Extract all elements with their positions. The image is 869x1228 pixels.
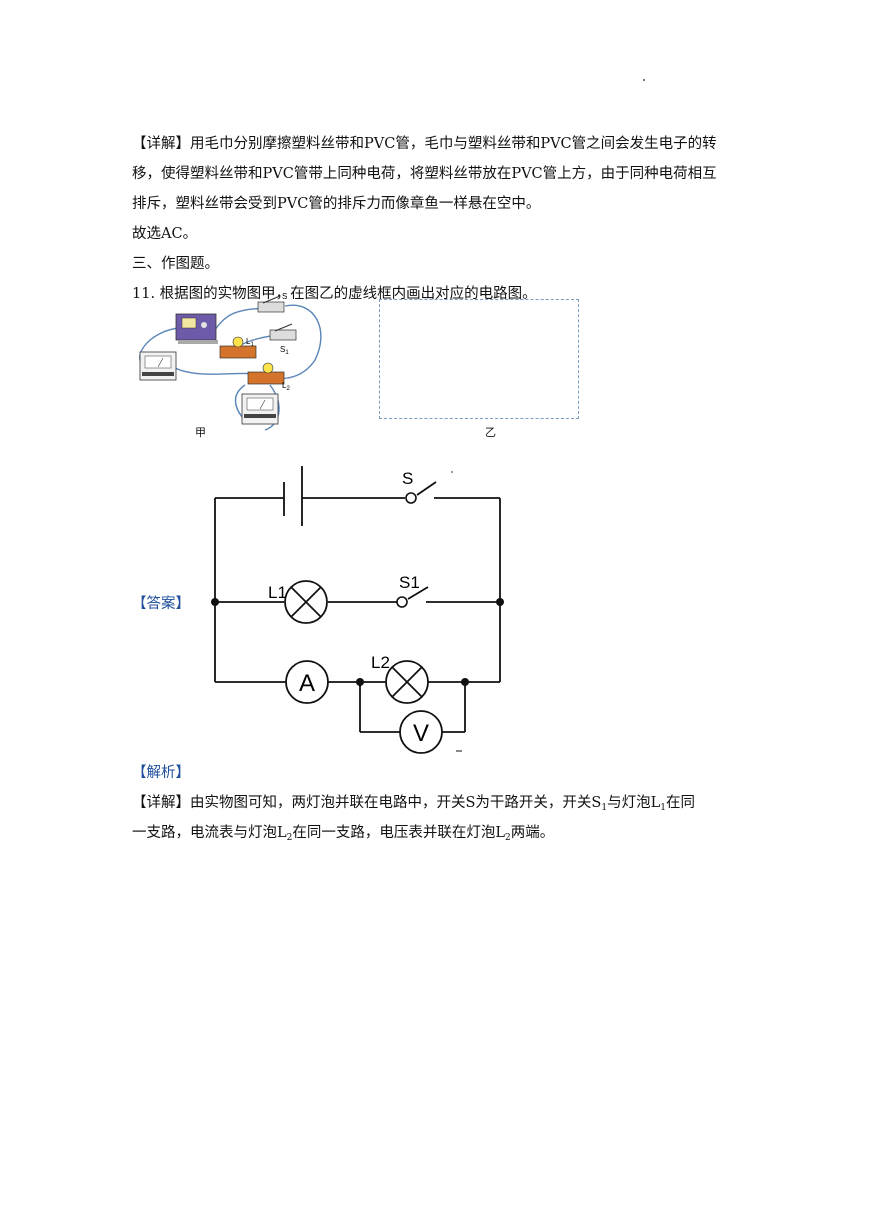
switch-s1-label: S1 — [399, 573, 420, 592]
voltmeter-label: V — [413, 720, 429, 747]
lamp-l1-label: L1 — [268, 583, 287, 602]
jia-label-l2-sub: 2 — [286, 386, 290, 392]
switch-s-label: S — [402, 469, 413, 488]
jia-label-l1-sub: 1 — [250, 342, 254, 348]
analysis-line-2-b: 在同一支路，电压表并联在灯泡L — [292, 825, 506, 841]
svg-text:S1: S1 — [280, 345, 289, 356]
jia-label-s1: S — [280, 345, 285, 354]
lamp-l2-label: L2 — [371, 653, 390, 672]
jia-label-l1: L — [246, 337, 251, 346]
corner-dot — [643, 79, 645, 81]
analysis-line-1: 【详解】由实物图可知，两灯泡并联在电路中，开关S为干路开关，开关S1与灯泡L1在… — [132, 793, 695, 818]
answer-circuit-diagram: A V S S1 L1 L2 — [211, 466, 504, 754]
lamp-l1-symbol — [284, 580, 328, 624]
junction-dot — [356, 678, 364, 686]
answer-tag: 【答案】 — [132, 596, 190, 612]
figure-label-yi: 乙 — [485, 426, 496, 439]
jia-label-s: S — [282, 292, 287, 301]
lamp-l2-symbol — [385, 660, 429, 704]
junction-dot — [496, 598, 504, 606]
question-number: 11. — [132, 286, 156, 302]
analysis-line-2-a: 一支路，电流表与灯泡L — [132, 825, 287, 841]
explanation-line-4: 故选AC。 — [132, 226, 198, 242]
analysis-line-1-a: 【详解】由实物图可知，两灯泡并联在电路中，开关S为干路开关，开关S — [132, 795, 602, 811]
analysis-line-2: 一支路，电流表与灯泡L2在同一支路，电压表并联在灯泡L2两端。 — [132, 823, 554, 848]
analysis-line-2-sub-2: 2 — [505, 833, 511, 843]
jia-label-l2: L — [282, 381, 287, 390]
explanation-line-2: 移，使得塑料丝带和PVC管带上同种电荷，将塑料丝带放在PVC管上方，由于同种电荷… — [132, 166, 717, 182]
explanation-line-1: 【详解】用毛巾分别摩擦塑料丝带和PVC管，毛巾与塑料丝带和PVC管之间会发生电子… — [132, 136, 717, 152]
analysis-line-1-b: 与灯泡L — [607, 795, 661, 811]
analysis-tag: 【解析】 — [132, 765, 190, 781]
junction-dot — [211, 598, 219, 606]
ammeter-label: A — [299, 670, 315, 697]
question-11: 11. 根据图的实物图甲，在图乙的虚线框内画出对应的电路图。 — [132, 284, 537, 304]
svg-text:L2: L2 — [282, 381, 290, 392]
junction-dot — [461, 678, 469, 686]
question-text: 根据图的实物图甲，在图乙的虚线框内画出对应的电路图。 — [159, 286, 537, 302]
figure-jia-physical-circuit: S S1 L1 L2 — [139, 292, 322, 431]
voltmeter-symbol — [399, 710, 443, 754]
analysis-line-1-sub-1: 1 — [601, 803, 608, 813]
analysis-line-1-sub-2: 1 — [660, 803, 666, 813]
figure-yi-dashed-box — [379, 299, 579, 419]
analysis-line-2-sub-1: 2 — [286, 833, 293, 843]
explanation-line-3: 排斥，塑料丝带会受到PVC管的排斥力而像章鱼一样悬在空中。 — [132, 196, 541, 212]
figure-label-jia: 甲 — [195, 426, 206, 439]
jia-label-s1-sub: 1 — [285, 350, 289, 356]
analysis-line-2-c: 两端。 — [510, 825, 555, 841]
analysis-line-1-c: 在同 — [665, 795, 695, 811]
svg-text:L1: L1 — [246, 337, 254, 348]
ammeter-symbol — [285, 660, 329, 704]
section-title: 三、作图题。 — [132, 256, 219, 272]
